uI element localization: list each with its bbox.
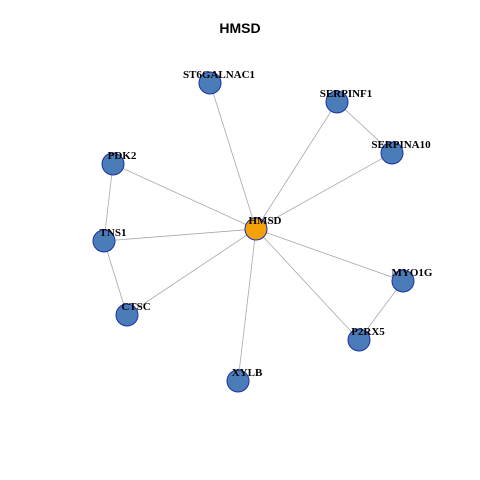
edge-hmsd-serpinf1 — [255, 101, 338, 230]
node-label-st6galnac1: ST6GALNAC1 — [183, 69, 255, 81]
node-label-ctsc: CTSC — [121, 301, 150, 313]
node-label-hmsd: HMSD — [249, 215, 282, 227]
node-xylb — [226, 369, 250, 393]
edge-serpinf1-serpina10 — [336, 101, 393, 154]
edge-hmsd-tns1 — [103, 228, 257, 242]
node-label-serpina10: SERPINA10 — [371, 139, 431, 151]
edge-pdk2-tns1 — [103, 163, 114, 242]
node-ctsc — [115, 303, 139, 327]
node-label-myo1g: MYO1G — [392, 267, 433, 279]
node-label-tns1: TNS1 — [100, 227, 127, 239]
edges-layer — [103, 82, 404, 382]
node-hmsd — [244, 217, 268, 241]
nodes-layer — [92, 71, 415, 393]
node-tns1 — [92, 229, 116, 253]
node-label-xylb: XYLB — [232, 367, 263, 379]
edge-hmsd-ctsc — [126, 228, 257, 316]
node-p2rx5 — [347, 328, 371, 352]
node-pdk2 — [101, 152, 125, 176]
node-label-serpinf1: SERPINF1 — [320, 88, 373, 100]
node-myo1g — [391, 269, 415, 293]
graph-title: HMSD — [219, 20, 261, 36]
edge-hmsd-serpina10 — [255, 152, 393, 230]
node-st6galnac1 — [198, 71, 222, 95]
node-serpinf1 — [325, 90, 349, 114]
edge-hmsd-p2rx5 — [255, 228, 360, 341]
edge-hmsd-st6galnac1 — [209, 82, 257, 230]
edge-hmsd-pdk2 — [112, 163, 257, 230]
edge-hmsd-xylb — [237, 228, 257, 382]
node-serpina10 — [380, 141, 404, 165]
edge-hmsd-myo1g — [255, 228, 404, 282]
labels-layer: HMSD ST6GALNAC1SERPINF1SERPINA10PDK2TNS1C… — [100, 69, 433, 379]
node-label-p2rx5: P2RX5 — [351, 326, 385, 338]
edge-tns1-ctsc — [103, 240, 128, 316]
node-label-pdk2: PDK2 — [108, 150, 137, 162]
edge-myo1g-p2rx5 — [358, 280, 404, 341]
